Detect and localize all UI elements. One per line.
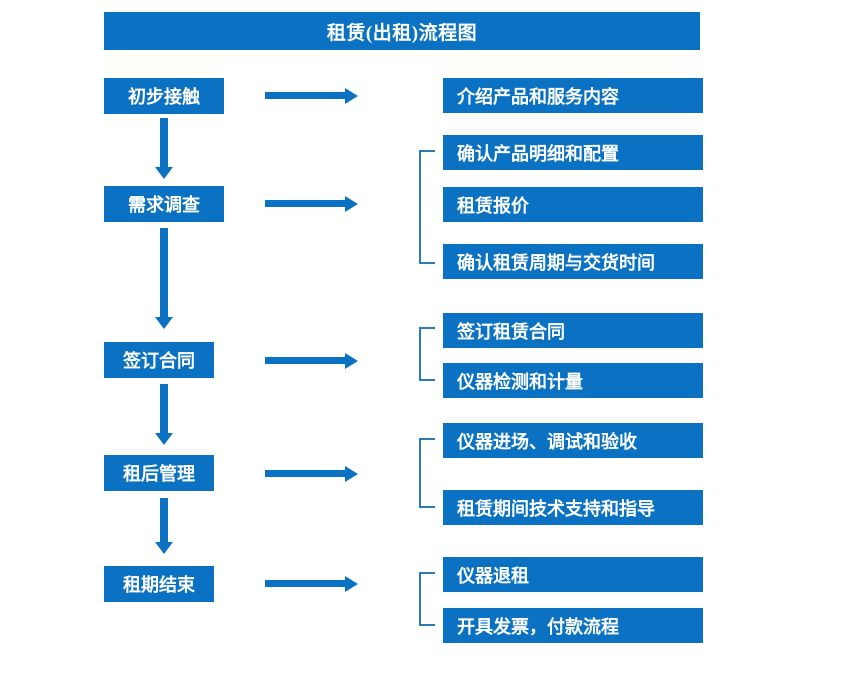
arrow-down-icon-2: [160, 228, 168, 318]
arrow-down-icon-3: [160, 384, 168, 434]
arrow-right-icon-4: [265, 470, 345, 477]
detail-node-4-2[interactable]: 租赁期间技术支持和指导: [443, 490, 703, 525]
arrow-right-icon-2: [265, 200, 345, 207]
stage-node-3[interactable]: 签订合同: [104, 342, 214, 378]
stage-node-4[interactable]: 租后管理: [104, 455, 214, 491]
group-bracket-icon-3: [419, 327, 435, 381]
arrow-down-icon-4: [160, 498, 168, 543]
detail-node-3-2[interactable]: 仪器检测和计量: [443, 363, 703, 398]
stage-node-1[interactable]: 初步接触: [104, 78, 224, 114]
detail-node-3-1[interactable]: 签订租赁合同: [443, 313, 703, 348]
detail-node-4-1[interactable]: 仪器进场、调试和验收: [443, 423, 703, 458]
detail-node-2-2[interactable]: 租赁报价: [443, 187, 703, 222]
flowchart-title: 租赁(出租)流程图: [104, 12, 700, 50]
arrow-right-icon-3: [265, 357, 345, 364]
detail-node-5-2[interactable]: 开具发票，付款流程: [443, 608, 703, 643]
detail-node-2-3[interactable]: 确认租赁周期与交货时间: [443, 244, 703, 279]
detail-node-5-1[interactable]: 仪器退租: [443, 557, 703, 592]
detail-node-2-1[interactable]: 确认产品明细和配置: [443, 135, 703, 170]
detail-node-1-1[interactable]: 介绍产品和服务内容: [443, 78, 703, 113]
stage-node-5[interactable]: 租期结束: [104, 566, 214, 602]
group-bracket-icon-5: [419, 572, 435, 626]
arrow-right-icon-5: [265, 580, 345, 587]
stage-node-2[interactable]: 需求调查: [104, 186, 224, 222]
arrow-down-icon-1: [160, 118, 168, 168]
group-bracket-icon-4: [419, 438, 435, 508]
group-bracket-icon-2: [419, 150, 435, 264]
arrow-right-icon-1: [265, 92, 345, 99]
